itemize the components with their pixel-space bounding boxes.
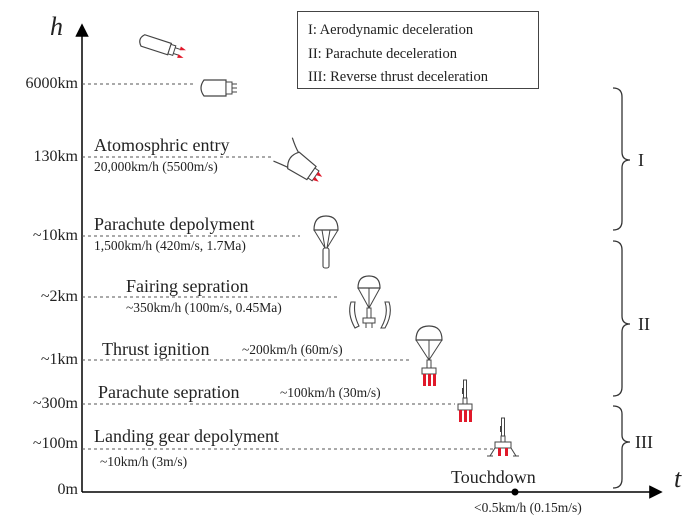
- event-speed: ~200km/h (60m/s): [242, 342, 343, 357]
- brace-phase-3: [612, 405, 631, 489]
- brace-phase-2: [612, 240, 631, 397]
- phase-label: I: [638, 150, 644, 170]
- phase-label: II: [638, 314, 650, 334]
- capsule-cruise-icon: [139, 34, 186, 58]
- capsule-icon: [200, 79, 237, 97]
- x-axis-label: t: [674, 464, 682, 493]
- phase-braces: [612, 87, 631, 489]
- touchdown-label: Touchdown: [451, 467, 536, 487]
- y-tick-label: ~2km: [40, 288, 78, 305]
- event-speed: ~350km/h (100m/s, 0.45Ma): [126, 300, 282, 315]
- legend-item: I: Aerodynamic deceleration: [308, 22, 474, 38]
- touchdown-speed: <0.5km/h (0.15m/s): [474, 500, 582, 515]
- y-tick-label: ~1km: [40, 351, 78, 368]
- level-lines: [82, 83, 495, 450]
- y-tick-label: ~300m: [32, 395, 78, 412]
- event-title: Atomosphric entry: [94, 135, 230, 155]
- y-axis-label: h: [50, 12, 63, 41]
- y-tick-label: ~10km: [32, 227, 78, 244]
- lander-legs-icon: [487, 417, 519, 457]
- legend: I: Aerodynamic deceleration II: Parachut…: [297, 11, 539, 89]
- event-speed: ~10km/h (3m/s): [100, 454, 188, 469]
- parachute-thrust-icon: [415, 325, 443, 386]
- event-speed: 20,000km/h (5500m/s): [94, 159, 218, 174]
- capsule-entry-icon: [273, 137, 323, 182]
- event-title: Landing gear depolyment: [94, 426, 279, 446]
- brace-phase-1: [612, 87, 631, 231]
- event-title: Parachute depolyment: [94, 214, 255, 234]
- event-title: Parachute sepration: [98, 382, 240, 402]
- y-tick-label: 0m: [57, 481, 78, 498]
- event-speed: ~100km/h (30m/s): [280, 385, 381, 400]
- parachute-capsule-icon: [313, 215, 339, 269]
- fairing-separation-icon: [349, 275, 391, 329]
- touchdown-dot: [511, 488, 519, 496]
- legend-item: II: Parachute deceleration: [308, 46, 457, 62]
- event-speed: 1,500km/h (420m/s, 1.7Ma): [94, 238, 246, 253]
- y-tick-label: ~100m: [32, 435, 78, 452]
- phase-label: III: [635, 432, 653, 452]
- event-title: Thrust ignition: [102, 339, 210, 359]
- y-tick-label: 130km: [33, 148, 78, 165]
- legend-item: III: Reverse thrust deceleration: [308, 69, 488, 85]
- y-tick-label: 6000km: [25, 75, 78, 92]
- event-title: Fairing sepration: [126, 276, 249, 296]
- lander-thrust-icon: [457, 379, 473, 422]
